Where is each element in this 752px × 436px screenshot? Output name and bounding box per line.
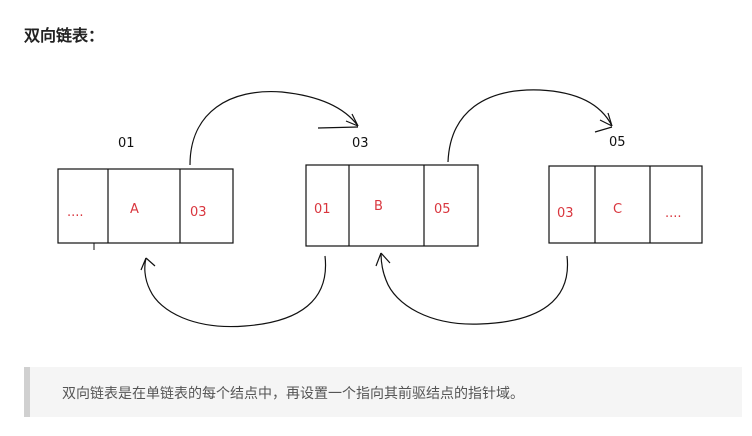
node-2-prev-pointer: 01 bbox=[314, 202, 331, 217]
node-2: 03 01 B 05 bbox=[305, 136, 479, 247]
next-arrow-2-to-3 bbox=[447, 89, 613, 163]
node-3-data: C bbox=[613, 202, 622, 217]
prev-arrow-2-to-1 bbox=[140, 255, 327, 328]
node-1-data: A bbox=[130, 202, 139, 217]
node-2-address: 03 bbox=[352, 136, 369, 151]
node-2-next-pointer: 05 bbox=[434, 202, 451, 217]
note-text: 双向链表是在单链表的每个结点中，再设置一个指向其前驱结点的指针域。 bbox=[62, 386, 524, 402]
node-3-prev-pointer: 03 bbox=[557, 206, 574, 221]
node-3-address: 05 bbox=[609, 135, 626, 150]
note-blockquote: 双向链表是在单链表的每个结点中，再设置一个指向其前驱结点的指针域。 bbox=[24, 367, 742, 417]
section-heading: 双向链表： bbox=[24, 26, 105, 45]
node-2-box bbox=[305, 164, 479, 247]
node-3: 05 03 C .... bbox=[548, 135, 703, 244]
node-1-prev-pointer: .... bbox=[67, 205, 84, 220]
node-1-next-pointer: 03 bbox=[190, 205, 207, 220]
node-1-address: 01 bbox=[118, 136, 135, 151]
prev-arrow-3-to-2 bbox=[375, 252, 569, 325]
node-3-box bbox=[548, 165, 703, 244]
node-1-box bbox=[57, 168, 234, 244]
node-2-data: B bbox=[374, 199, 383, 214]
next-arrow-1-to-2 bbox=[189, 90, 359, 166]
doubly-linked-list-diagram: 01 .... A 03 03 01 B 05 05 03 C .... bbox=[57, 89, 703, 328]
node-3-next-pointer: .... bbox=[665, 206, 682, 221]
node-1: 01 .... A 03 bbox=[57, 136, 234, 250]
